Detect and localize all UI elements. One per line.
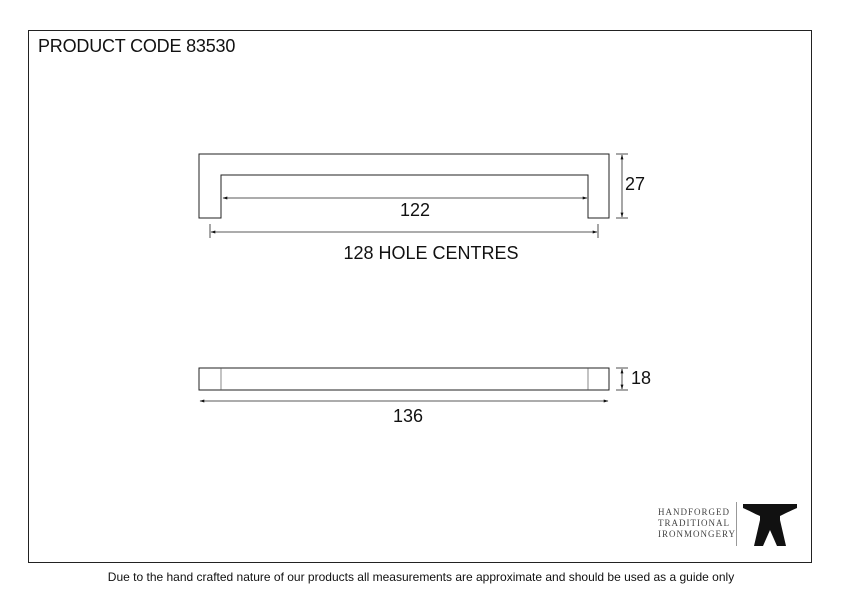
brand-logo-block: HANDFORGED TRADITIONAL IRONMONGERY xyxy=(652,502,802,548)
handle-top-view xyxy=(198,367,610,391)
handle-front-view xyxy=(198,153,610,219)
dim-label-depth-top: 18 xyxy=(631,368,651,388)
brand-wordmark: HANDFORGED TRADITIONAL IRONMONGERY xyxy=(658,507,736,540)
dim-label-overall-length: 136 xyxy=(393,406,423,426)
anvil-icon xyxy=(743,504,797,546)
product-code-title: PRODUCT CODE 83530 xyxy=(38,36,236,56)
brand-line-traditional: TRADITIONAL xyxy=(658,518,730,528)
drawing-border xyxy=(28,30,812,563)
brand-divider xyxy=(736,502,737,546)
dim-label-inner-length: 122 xyxy=(400,200,430,220)
brand-line-ironmongery: IRONMONGERY xyxy=(658,529,737,539)
dim-label-height-front: 27 xyxy=(625,174,645,194)
dim-label-hole-centres: 128 HOLE CENTRES xyxy=(343,243,518,263)
brand-line-handforged: HANDFORGED xyxy=(658,507,731,517)
disclaimer-footer: Due to the hand crafted nature of our pr… xyxy=(107,570,735,584)
